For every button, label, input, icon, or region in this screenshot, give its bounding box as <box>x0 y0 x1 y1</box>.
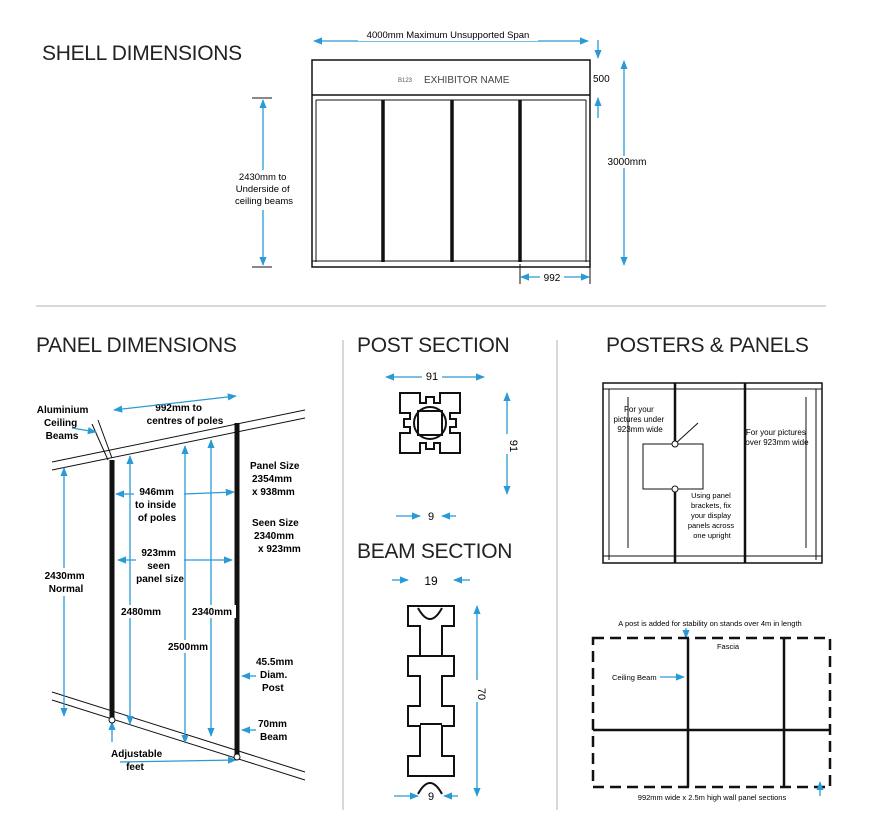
posters-panels-title: POSTERS & PANELS <box>606 334 809 357</box>
panel-drawing <box>51 409 306 781</box>
fascia-height-label: 500 <box>593 74 610 85</box>
beam-section-title: BEAM SECTION <box>357 540 513 563</box>
post-slot-label: 9 <box>428 511 434 523</box>
shell-dimensions-title: SHELL DIMENSIONS <box>42 42 242 65</box>
panel-width-label: 992 <box>544 273 561 284</box>
beam-width-label: 19 <box>424 574 438 588</box>
pictures-over-label: For your pictures over 923mm wide <box>745 428 809 447</box>
span-label: 4000mm Maximum Unsupported Span <box>367 30 530 41</box>
beam-height-label: 70 <box>475 688 487 700</box>
post-height-label: 91 <box>507 440 519 452</box>
total-height-label: 3000mm <box>608 157 647 168</box>
post-width-label: 91 <box>426 371 438 383</box>
post-section-drawing <box>399 392 461 454</box>
beam-section-drawing <box>407 605 455 795</box>
wall-sections-label: 992mm wide x 2.5m high wall panel sectio… <box>638 793 787 802</box>
seen-label: 923mm seen panel size <box>136 548 184 585</box>
aluminium-beams-label: Aluminium Ceiling Beams <box>37 405 91 442</box>
h2480-label: 2480mm <box>121 607 161 618</box>
stability-note: A post is added for stability on stands … <box>618 619 801 628</box>
h2340-label: 2340mm <box>192 607 232 618</box>
post-diameter-label: 45.5mm Diam. Post <box>256 657 296 694</box>
panel-size-label: Panel Size 2354mm x 938mm <box>250 461 302 498</box>
ceiling-beam-label: Ceiling Beam <box>612 673 657 682</box>
brackets-label: Using panel brackets, fix your display p… <box>688 491 736 540</box>
underside-label: 2430mm to Underside of ceiling beams <box>235 172 293 207</box>
h2500-label: 2500mm <box>168 642 208 653</box>
fascia-label: Fascia <box>717 642 740 651</box>
post-section-title: POST SECTION <box>357 334 510 357</box>
centres-dimension <box>113 393 237 413</box>
feet-label: Adjustable feet <box>111 749 165 773</box>
beam-size-label: 70mm Beam <box>258 719 290 743</box>
panel-dimensions-title: PANEL DIMENSIONS <box>36 334 237 357</box>
normal-label: 2430mm Normal <box>45 571 88 595</box>
beam-slot-label: 9 <box>428 791 434 803</box>
shell-drawing <box>311 59 591 268</box>
stand-number: B123 <box>398 78 413 84</box>
wall-plan-drawing <box>591 636 832 789</box>
pictures-under-label: For your pictures under 923mm wide <box>614 405 667 434</box>
centres-label: 992mm to centres of poles <box>147 403 224 427</box>
posters-drawing <box>602 382 823 564</box>
exhibitor-name: EXHIBITOR NAME <box>424 75 510 86</box>
inside-label: 946mm to inside of poles <box>135 487 179 524</box>
seen-size-label: Seen Size 2340mm x 923mm <box>252 518 301 555</box>
